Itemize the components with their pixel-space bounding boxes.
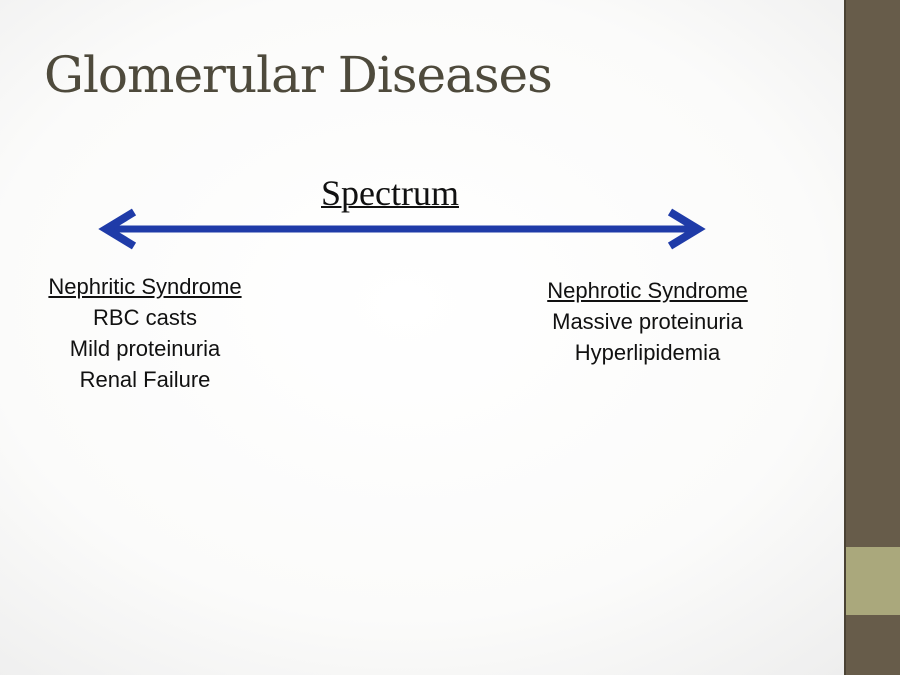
double-arrow-icon (98, 208, 706, 250)
sidebar-band (846, 547, 900, 615)
nephritic-column: Nephritic Syndrome RBC casts Mild protei… (25, 271, 265, 395)
slide-title: Glomerular Diseases (44, 46, 553, 104)
nephritic-heading: Nephritic Syndrome (48, 274, 242, 299)
list-item: Hyperlipidemia (574, 340, 721, 365)
nephrotic-column: Nephrotic Syndrome Massive proteinuria H… (525, 275, 770, 368)
list-item: RBC casts (93, 305, 197, 330)
nephrotic-heading: Nephrotic Syndrome (547, 278, 748, 303)
spectrum-label: Spectrum (321, 173, 459, 213)
list-item: Mild proteinuria (69, 336, 221, 361)
list-item: Renal Failure (79, 367, 211, 392)
list-item: Massive proteinuria (552, 309, 743, 334)
